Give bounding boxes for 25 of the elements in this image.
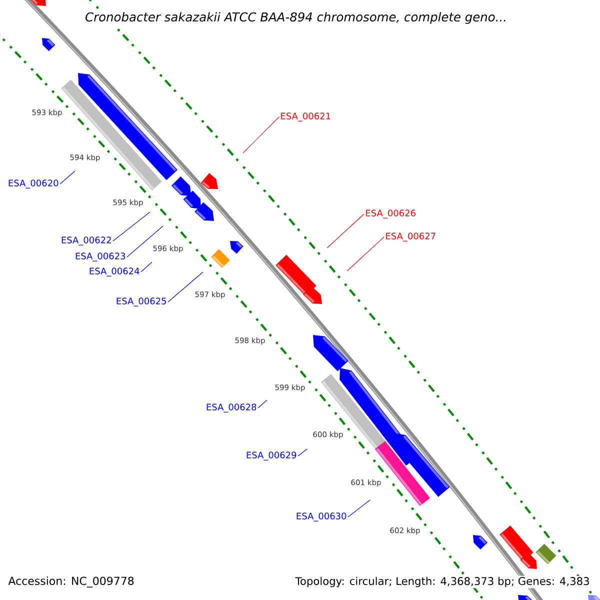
gene-label: ESA_00622 [62, 236, 111, 246]
leader-line [326, 214, 364, 248]
summary-text: Topology: circular; Length: 4,368,373 bp; Genes: 4,383 [294, 576, 591, 588]
leader-line [298, 448, 308, 456]
gene-label: ESA_00628 [206, 404, 256, 412]
leader-line [140, 262, 152, 272]
leader-line [258, 400, 268, 408]
gene-label: ESA_00630 [296, 512, 346, 522]
gene-label: ESA_00620 [8, 180, 58, 188]
leader-line [242, 116, 280, 154]
leader-line [60, 170, 76, 184]
accession-text: Accession: NC_009778 [8, 576, 134, 588]
leader-line [126, 226, 164, 258]
leader-line [112, 212, 150, 242]
title: Cronobacter sakazakii ATCC BAA-894 chromosome, complete geno... [84, 11, 508, 25]
leader-line [348, 500, 370, 518]
gene-label: ESA_00621 [281, 112, 330, 122]
leader-line [168, 272, 204, 302]
leader-line [346, 236, 384, 272]
gene-label: ESA_00629 [246, 452, 296, 460]
gene-label: ESA_00623 [76, 252, 126, 262]
gene-label: ESA_00625 [116, 298, 166, 306]
gene-label: ESA_00627 [386, 232, 436, 242]
gene-label: ESA_00626 [366, 210, 416, 218]
gene-label: ESA_00624 [90, 268, 140, 276]
